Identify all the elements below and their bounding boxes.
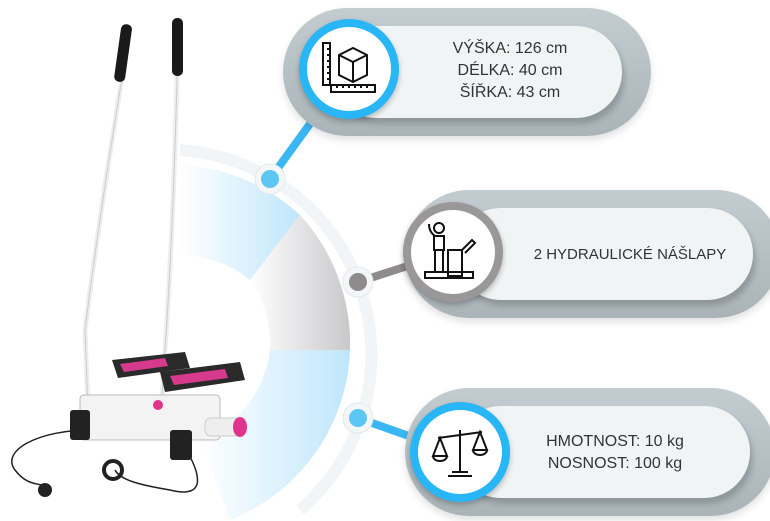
spec-length: DÉLKA: 40 cm	[457, 62, 563, 79]
spec-weight: HMOTNOST: 10 kg	[546, 433, 684, 450]
scales-icon	[410, 402, 510, 502]
spec-pedals: 2 HYDRAULICKÉ NÁŠLAPY	[533, 246, 727, 263]
dimensions-cube-ruler-icon	[299, 19, 399, 119]
person-stepper-icon	[403, 202, 503, 302]
spec-height: VÝŠKA: 126 cm	[452, 40, 568, 57]
spec-max-load: NOSNOST: 100 kg	[547, 455, 683, 472]
spec-width: ŠÍŘKA: 43 cm	[459, 84, 561, 101]
stepper-product-image	[11, 18, 247, 497]
